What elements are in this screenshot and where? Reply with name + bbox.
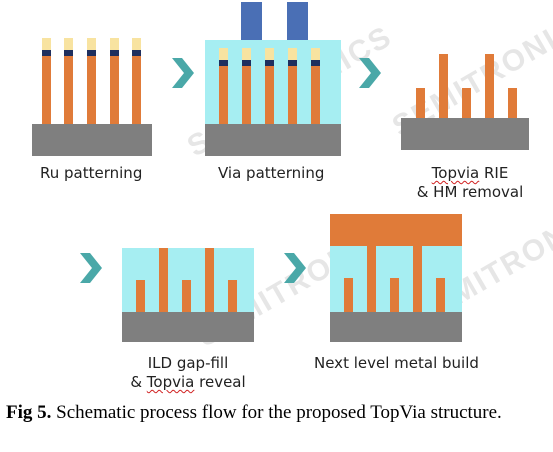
caption-text: Schematic process flow for the proposed …	[51, 402, 502, 423]
metal-lines	[344, 246, 445, 312]
step-label-ru-patterning: Ru patterning	[40, 164, 143, 182]
step-label-topvia-rie: Topvia RIE & HM removal	[408, 164, 532, 202]
step-ru-patterning-diagram	[32, 38, 152, 156]
ru-lines	[219, 48, 320, 124]
metal-lines	[136, 248, 237, 312]
substrate	[401, 118, 529, 150]
topvia-term: Topvia	[146, 373, 195, 391]
process-arrow-icon	[172, 58, 194, 88]
process-arrow-icon	[284, 253, 306, 283]
substrate	[330, 312, 462, 342]
substrate	[122, 312, 254, 342]
substrate	[32, 124, 152, 156]
resist-block	[287, 2, 308, 40]
step-via-patterning-diagram	[205, 2, 341, 156]
step-label-via-patterning: Via patterning	[218, 164, 325, 182]
step-ild-gapfill-diagram	[122, 248, 254, 342]
label-rest: reveal	[194, 373, 246, 391]
label-line2: & HM removal	[416, 183, 524, 201]
step-label-next-level-metal: Next level metal build	[314, 354, 479, 372]
process-arrow-icon	[359, 58, 381, 88]
label-rest: RIE	[479, 164, 509, 182]
topvia-term: Topvia	[431, 164, 480, 182]
step-next-level-metal-diagram	[330, 214, 462, 342]
label-line1: ILD gap-fill	[147, 354, 229, 372]
resist-block	[241, 2, 262, 40]
process-arrow-icon	[80, 253, 102, 283]
substrate	[205, 124, 341, 156]
step-label-ild-gapfill: ILD gap-fill & Topvia reveal	[126, 354, 250, 392]
caption-prefix: Fig 5.	[6, 402, 52, 423]
step-topvia-rie-diagram	[401, 54, 529, 150]
metal-lines	[416, 54, 517, 118]
top-metal-layer	[330, 214, 462, 246]
label-line2-pre: &	[130, 373, 147, 391]
figure-caption: Fig 5. Schematic process flow for the pr…	[6, 402, 546, 423]
ru-lines	[42, 38, 141, 124]
